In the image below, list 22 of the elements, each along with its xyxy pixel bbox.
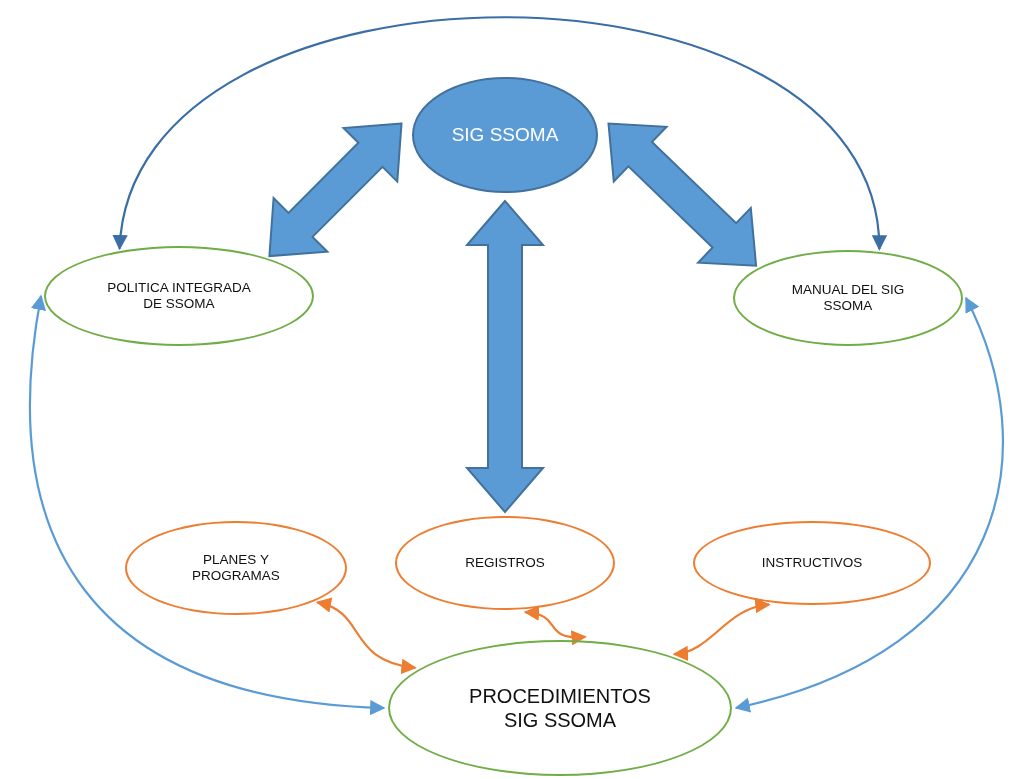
node-label: PROCEDIMIENTOS SIG SSOMA (468, 684, 652, 732)
block-arrow (464, 199, 546, 514)
node-label: SIG SSOMA (451, 123, 559, 147)
curved-arrow (115, 16, 885, 251)
curved-arrow (28, 294, 386, 715)
ellipse-node (733, 250, 963, 346)
ellipse-node (388, 640, 732, 776)
ellipse-node (395, 516, 615, 610)
ellipse-node (44, 246, 314, 346)
node-label: INSTRUCTIVOS (761, 554, 863, 572)
node-label: REGISTROS (465, 554, 545, 572)
block-arrow (607, 122, 758, 267)
block-arrow (268, 122, 403, 258)
ellipse-node (693, 521, 931, 605)
node-label: POLITICA INTEGRADA DE SSOMA (106, 279, 252, 313)
curved-arrow (672, 599, 771, 660)
curved-arrow (734, 296, 1004, 712)
curved-arrow (315, 598, 417, 674)
ellipse-node (125, 521, 347, 615)
node-label: MANUAL DEL SIG SSOMA (790, 281, 906, 315)
curved-arrow (523, 606, 587, 645)
node-label: PLANES Y PROGRAMAS (191, 551, 281, 585)
